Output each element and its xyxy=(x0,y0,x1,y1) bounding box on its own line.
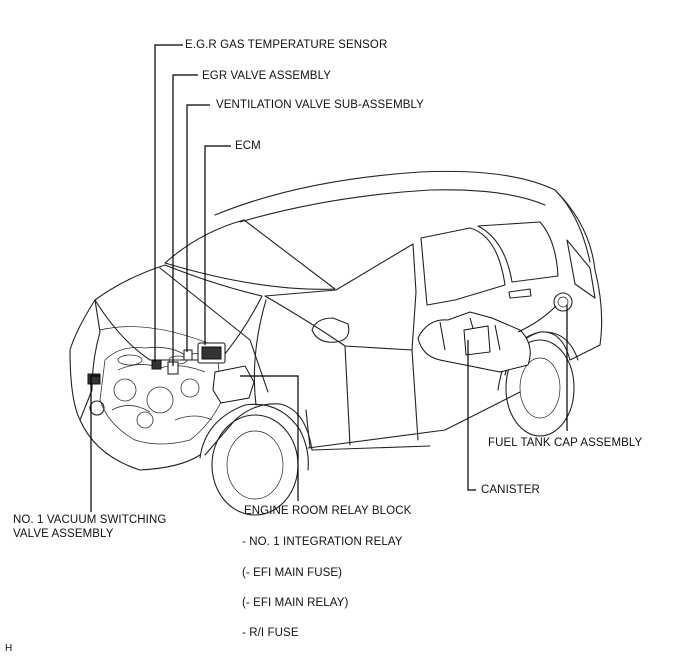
label-ventilation-valve-sub-assembly: VENTILATION VALVE SUB-ASSEMBLY xyxy=(216,99,424,111)
leader-egr-valve-assembly xyxy=(172,74,198,366)
egr-components xyxy=(87,325,491,404)
engine-room-relay-block-part xyxy=(212,365,255,404)
label-vacuum-switching-line2: VALVE ASSEMBLY xyxy=(13,528,114,540)
front-door xyxy=(253,299,419,449)
label-canister: CANISTER xyxy=(481,484,540,496)
egr-sensor-part xyxy=(151,359,162,370)
side-mirror xyxy=(311,317,350,343)
windshield xyxy=(164,219,336,290)
leader-lines xyxy=(90,44,568,512)
rear-wheel-rim xyxy=(519,357,561,419)
relay-item-efi-main-fuse: (- EFI MAIN FUSE) xyxy=(242,567,343,579)
ventilation-valve-part xyxy=(183,349,193,361)
fog-lamp xyxy=(89,400,105,416)
front-wheel-arch xyxy=(199,403,309,471)
front-body-side xyxy=(204,403,431,456)
roof-line xyxy=(214,170,591,263)
relay-item-ri-fuse: - R/I FUSE xyxy=(242,627,299,639)
label-fuel-tank-cap-assembly: FUEL TANK CAP ASSEMBLY xyxy=(488,437,643,449)
leader-egr-gas-temp-sensor xyxy=(154,44,183,362)
fuel-filler-cap xyxy=(557,296,569,308)
label-egr-gas-temperature-sensor: E.G.R GAS TEMPERATURE SENSOR xyxy=(185,39,388,51)
leader-canister xyxy=(467,340,476,491)
rear-door-window xyxy=(420,227,506,306)
hood xyxy=(94,264,263,361)
rear-lamp xyxy=(566,239,596,299)
a-pillar xyxy=(159,267,269,393)
vsv-part xyxy=(87,373,101,385)
corner-mark: H xyxy=(5,643,13,654)
leader-ventilation-valve xyxy=(186,104,210,352)
front-door-window xyxy=(264,243,417,351)
fuel-filler-door xyxy=(553,292,573,312)
canister-part xyxy=(463,325,491,356)
front-fascia xyxy=(69,299,101,421)
leader-ecm xyxy=(204,145,231,345)
leader-engine-room-relay-block xyxy=(240,375,299,501)
door-handle xyxy=(508,288,532,299)
label-engine-room-relay-block: ENGINE ROOM RELAY BLOCK xyxy=(244,505,412,517)
leader-vsv xyxy=(90,375,100,512)
bumper xyxy=(79,419,201,471)
label-ecm: ECM xyxy=(235,140,261,152)
relay-item-integration-relay: - NO. 1 INTEGRATION RELAY xyxy=(242,536,403,548)
front-tire xyxy=(211,414,299,516)
rear-quarter-window xyxy=(477,221,559,283)
label-vacuum-switching-line1: NO. 1 VACUUM SWITCHING xyxy=(13,514,167,526)
side-sill xyxy=(307,391,521,449)
rear-body xyxy=(504,189,603,376)
label-egr-valve-assembly: EGR VALVE ASSEMBLY xyxy=(202,70,331,82)
front-wheel-rim xyxy=(226,430,284,500)
roof-inner-line xyxy=(239,189,546,223)
rear-tire xyxy=(505,339,575,437)
relay-item-efi-main-relay: (- EFI MAIN RELAY) xyxy=(242,597,349,609)
